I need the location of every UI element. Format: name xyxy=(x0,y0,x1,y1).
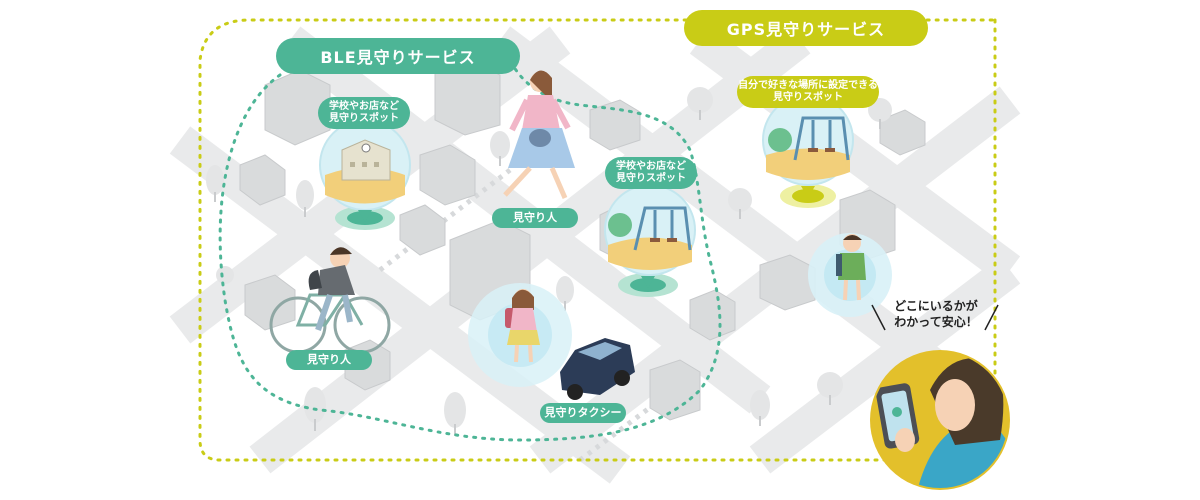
walker-watcher-label: 見守り人 xyxy=(492,208,578,228)
ble-spot-2-tag: 学校やお店など 見守りスポット xyxy=(605,157,697,189)
gps-spot-line1: 自分で好きな場所に設定できる xyxy=(738,80,878,91)
reassurance-message: どこにいるかが わかって安心！ xyxy=(886,298,986,330)
gps-spot-playground xyxy=(762,94,854,208)
ble-spot-playground-2 xyxy=(604,184,696,297)
cyclist-watcher-label: 見守り人 xyxy=(286,350,372,370)
gps-spot-tag: 自分で好きな場所に設定できる 見守りスポット xyxy=(737,76,879,108)
ble-spot-1-line2: 見守りスポット xyxy=(329,113,399,124)
map-buildings xyxy=(239,59,926,421)
reassurance-line1: どこにいるかが xyxy=(894,299,978,313)
taxi-watcher-label: 見守りタクシー xyxy=(540,403,626,423)
speech-marks xyxy=(871,304,999,331)
walking-watcher-figure xyxy=(503,70,575,199)
ble-spot-1-tag: 学校やお店など 見守りスポット xyxy=(318,97,410,129)
ble-spot-2-line1: 学校やお店など xyxy=(616,161,686,172)
watcher-taxi-car xyxy=(560,338,635,400)
ble-spot-2-line2: 見守りスポット xyxy=(616,173,686,184)
gps-spot-line2: 見守りスポット xyxy=(773,92,843,103)
gps-service-label: GPS見守りサービス xyxy=(684,10,928,46)
ble-service-label: BLE見守りサービス xyxy=(276,38,520,74)
reassurance-line2: わかって安心！ xyxy=(894,315,978,329)
ble-spot-1-line1: 学校やお店など xyxy=(329,101,399,112)
ble-spot-school-1 xyxy=(319,119,411,230)
child-with-ble-tag xyxy=(468,283,572,387)
map-trees xyxy=(206,87,892,436)
child-with-gps-device xyxy=(808,233,892,317)
ble-area-boundary xyxy=(218,58,722,442)
cyclist-watcher-figure xyxy=(269,247,391,354)
